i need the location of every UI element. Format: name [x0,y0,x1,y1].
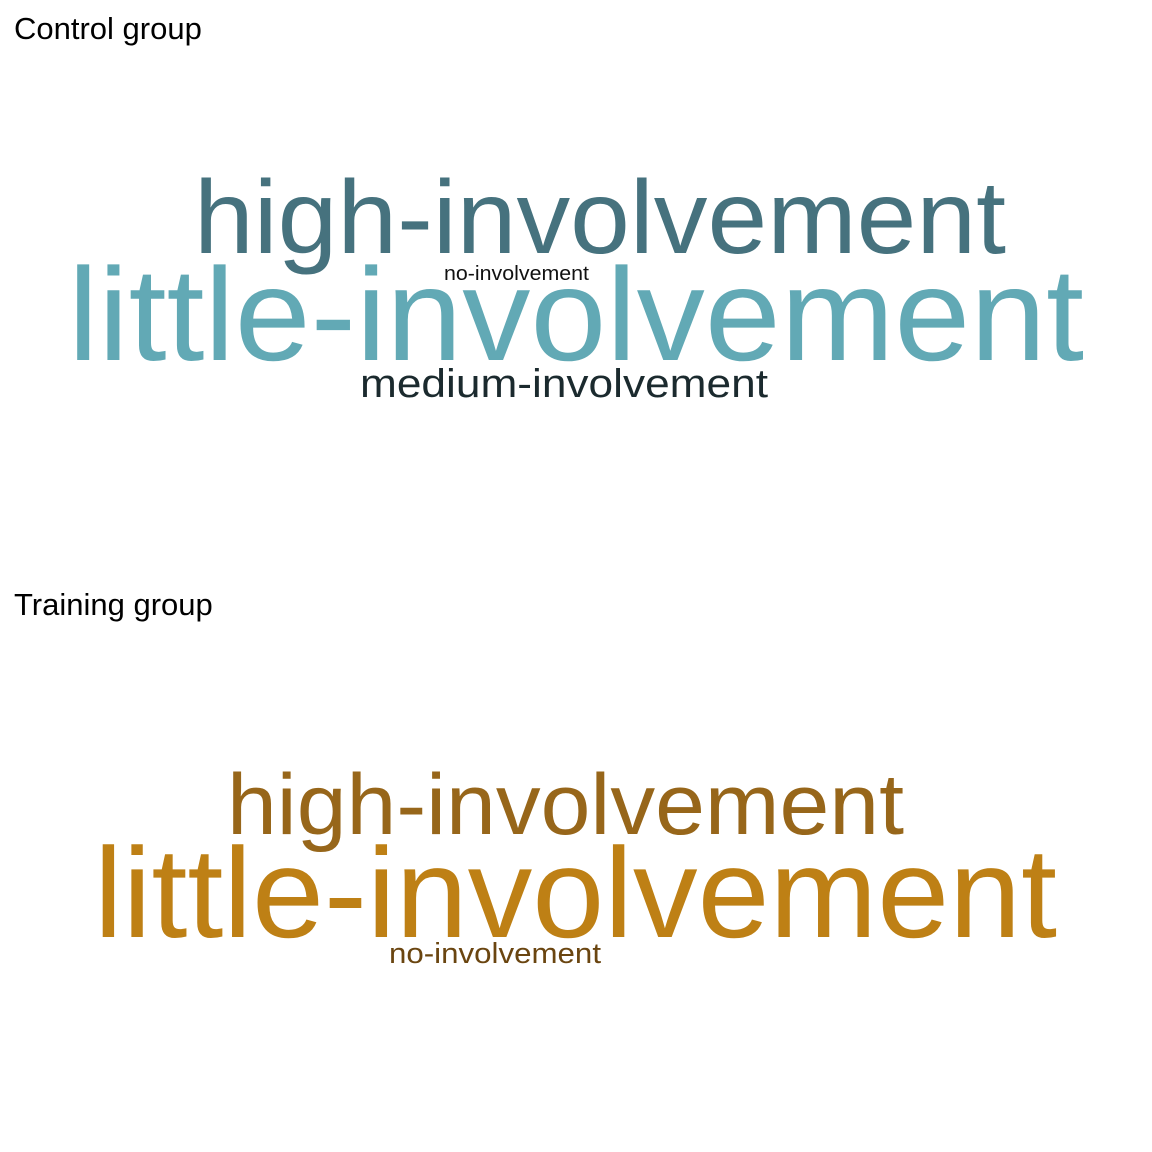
cloud-word-control-medium-involvement: medium-involvement [360,362,768,406]
chart-title-training: Training group [14,587,213,622]
cloud-word-control-high-involvement: high-involvement [194,160,1006,276]
cloud-word-training-little-involvement: little-involvement [94,822,1057,965]
cloud-word-control-little-involvement: little-involvement [68,241,1084,388]
cloud-word-training-high-involvement: high-involvement [227,757,904,853]
chart-title-control: Control group [14,11,202,46]
cloud-word-training-no-involvement: no-involvement [389,938,601,970]
cloud-word-control-no-involvement: no-involvement [444,263,589,285]
